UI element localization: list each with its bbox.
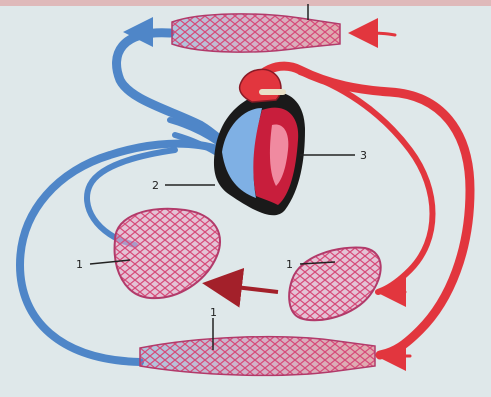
label-1-left: 1 bbox=[76, 258, 83, 271]
venous-vessels bbox=[20, 32, 265, 362]
dark-arrow-middle bbox=[218, 285, 278, 292]
label-1-bottom: 1 bbox=[210, 306, 217, 319]
capillary-left bbox=[115, 209, 220, 298]
label-2: 2 bbox=[152, 179, 159, 192]
top-edge-band bbox=[0, 0, 491, 6]
capillary-bottom bbox=[140, 337, 375, 376]
capillary-top bbox=[172, 14, 340, 52]
capillary-right bbox=[289, 247, 381, 320]
red-arrow-top bbox=[360, 33, 395, 35]
label-3: 3 bbox=[360, 149, 367, 162]
heart-icon bbox=[214, 69, 305, 215]
label-1-right: 1 bbox=[286, 258, 293, 271]
